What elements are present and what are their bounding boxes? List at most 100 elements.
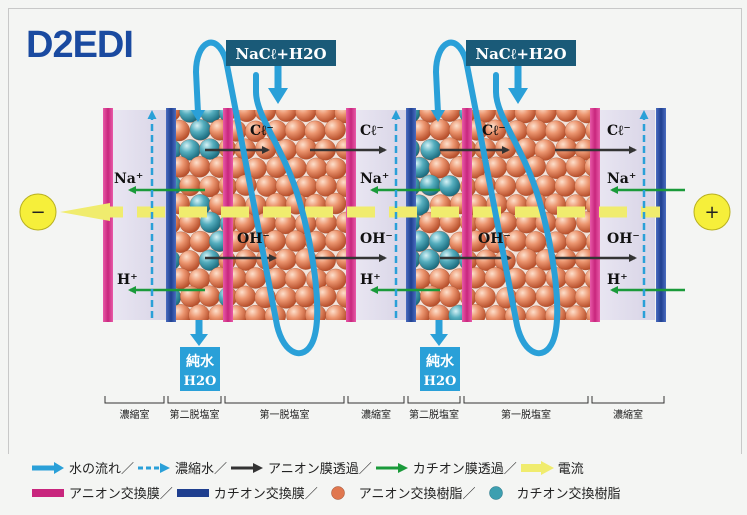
cation-resin-bead: [414, 194, 430, 216]
anion-resin-bead: [439, 137, 461, 159]
anion-resin-bead: [485, 305, 507, 320]
anion-resin-bead: [565, 305, 587, 320]
anion-resin-bead: [218, 139, 224, 158]
anion-resin-bead: [449, 231, 464, 254]
anion-resin-bead: [555, 137, 577, 160]
legend-item: 電流: [519, 461, 584, 477]
ion-label-h: H⁺: [117, 272, 138, 288]
legend-row-2: アニオン交換膜／カチオン交換膜／アニオン交換樹脂／カチオン交換樹脂: [30, 483, 623, 502]
legend-row-1: 水の流れ／濃縮水／アニオン膜透過／ カチオン膜透過／ 電流: [30, 458, 586, 477]
chamber-label: 第一脱塩室: [260, 408, 310, 421]
chamber-bracket: [463, 396, 589, 404]
chamber-bracket: [167, 396, 222, 404]
cation-resin-bead: [189, 119, 211, 141]
legend-swatch: [520, 461, 554, 475]
anion-resin-bead: [526, 119, 548, 141]
chamber-label: 第一脱塩室: [501, 408, 551, 421]
anion-resin-bead: [189, 156, 211, 178]
product-arrow-head: [430, 334, 448, 346]
ion-label-h: H⁺: [607, 272, 628, 288]
legend-label: カチオン交換樹脂: [516, 487, 621, 502]
legend-swatch: [488, 486, 503, 500]
anion-resin-bead: [208, 266, 224, 289]
legend-label: カチオン交換膜／: [213, 487, 318, 502]
anion-resin-bead: [449, 156, 464, 178]
anion-resin-bead: [286, 305, 308, 320]
anion-resin-bead: [565, 155, 587, 178]
anion-resin-bead: [585, 196, 590, 214]
legend-label: カチオン膜透過／: [412, 462, 517, 477]
legend-label: 水の流れ／: [69, 462, 135, 477]
anion-resin-bead: [564, 267, 586, 289]
legend-item: カチオン膜透過／: [374, 462, 517, 477]
water-flow-arrowhead: [191, 110, 205, 122]
anion-resin-bead: [584, 269, 590, 288]
chamber-label: 濃縮室: [613, 408, 643, 421]
anion-resin-bead: [209, 193, 224, 216]
product-label-2: H2O: [184, 374, 217, 389]
legend-swatch: [231, 463, 264, 473]
anion-resin-bead: [174, 119, 190, 142]
anion-membrane: [462, 108, 472, 322]
chamber-label: 濃縮室: [120, 408, 150, 421]
cation-membrane: [166, 108, 176, 322]
anion-resin-bead: [575, 248, 590, 271]
anion-resin-bead: [284, 268, 307, 290]
electrode-negative-label: −: [30, 202, 45, 223]
anion-resin-bead: [275, 287, 297, 309]
anion-resin-bead: [325, 304, 347, 320]
anion-resin-bead: [515, 286, 537, 308]
anion-resin-bead: [535, 110, 557, 124]
legend-label: 電流: [557, 462, 584, 477]
feed-box: [466, 40, 576, 66]
cation-resin-bead: [420, 138, 442, 161]
anion-resin-bead: [516, 248, 538, 270]
legend-swatch: [375, 463, 408, 473]
cation-resin-bead: [418, 249, 440, 271]
chamber-bracket: [407, 396, 461, 404]
ion-label-cl: Cℓ⁻: [360, 123, 384, 139]
product-box: [180, 347, 220, 391]
anion-resin-bead: [484, 267, 506, 289]
anion-resin-bead: [554, 175, 576, 197]
legend-item: 水の流れ／: [30, 462, 134, 477]
anion-resin-bead: [565, 230, 587, 252]
legend-item: アニオン膜透過／: [229, 462, 372, 477]
anion-resin-bead: [555, 110, 578, 122]
anion-resin-bead: [275, 248, 297, 271]
anion-resin-bead: [439, 285, 461, 308]
anion-resin-bead: [574, 286, 590, 308]
cation-resin-bead: [428, 230, 451, 253]
ion-label-cl: Cℓ⁻: [607, 123, 631, 139]
legend-item: アニオン交換樹脂／: [320, 486, 476, 502]
product-label-1: 純水: [186, 353, 215, 370]
ion-label-cl: Cℓ⁻: [482, 123, 506, 139]
anion-resin-bead: [585, 121, 590, 140]
anion-resin-bead: [585, 233, 590, 251]
cation-resin-bead: [448, 304, 464, 320]
water-flow-path: [192, 39, 321, 357]
chamber-bracket: [347, 396, 405, 404]
anion-resin-bead: [208, 304, 224, 320]
anion-resin-bead: [295, 110, 317, 122]
legend-swatch: [32, 462, 64, 474]
product-arrow-head: [190, 334, 208, 346]
cation-resin-bead: [439, 248, 461, 270]
cation-resin-bead: [419, 174, 441, 196]
ion-label-h: H⁺: [360, 272, 381, 288]
anion-resin-bead: [285, 230, 307, 252]
cation-resin-bead: [438, 175, 461, 197]
anion-resin-bead: [284, 119, 307, 141]
chamber-label: 濃縮室: [361, 408, 391, 421]
feed-arrow-head: [508, 88, 528, 104]
anion-resin-bead: [294, 286, 317, 308]
anion-resin-bead: [179, 174, 201, 197]
legend-item: 濃縮水／: [136, 462, 227, 477]
anion-resin-bead: [209, 119, 224, 141]
anion-resin-bead: [218, 176, 224, 195]
anion-resin-bead: [555, 248, 577, 270]
product-label-1: 純水: [426, 353, 455, 370]
chamber-bracket: [104, 396, 165, 404]
resin-bed: [414, 110, 464, 320]
anion-resin-bead: [514, 110, 536, 124]
